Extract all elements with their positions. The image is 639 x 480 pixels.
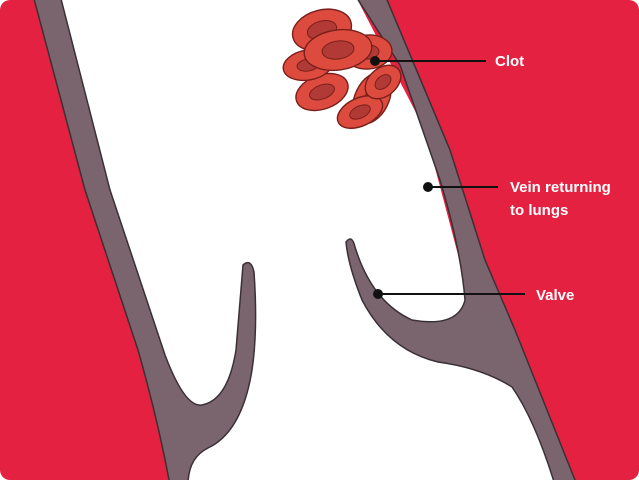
valve-label: Valve xyxy=(536,287,574,304)
valve-callout: Valve xyxy=(373,287,574,304)
vein-callout: Vein returning to lungs xyxy=(423,179,611,219)
clot-cell xyxy=(364,64,402,100)
right-vein-wall xyxy=(345,0,576,480)
clot-callout: Clot xyxy=(370,53,524,70)
vein-label-line2: to lungs xyxy=(510,202,568,219)
clot-cell xyxy=(336,95,384,129)
vein-label-line1: Vein returning xyxy=(510,179,611,196)
clot-label: Clot xyxy=(495,53,524,70)
blood-clot xyxy=(282,8,402,129)
left-vein-wall xyxy=(33,0,257,480)
clot-cell xyxy=(303,28,373,72)
